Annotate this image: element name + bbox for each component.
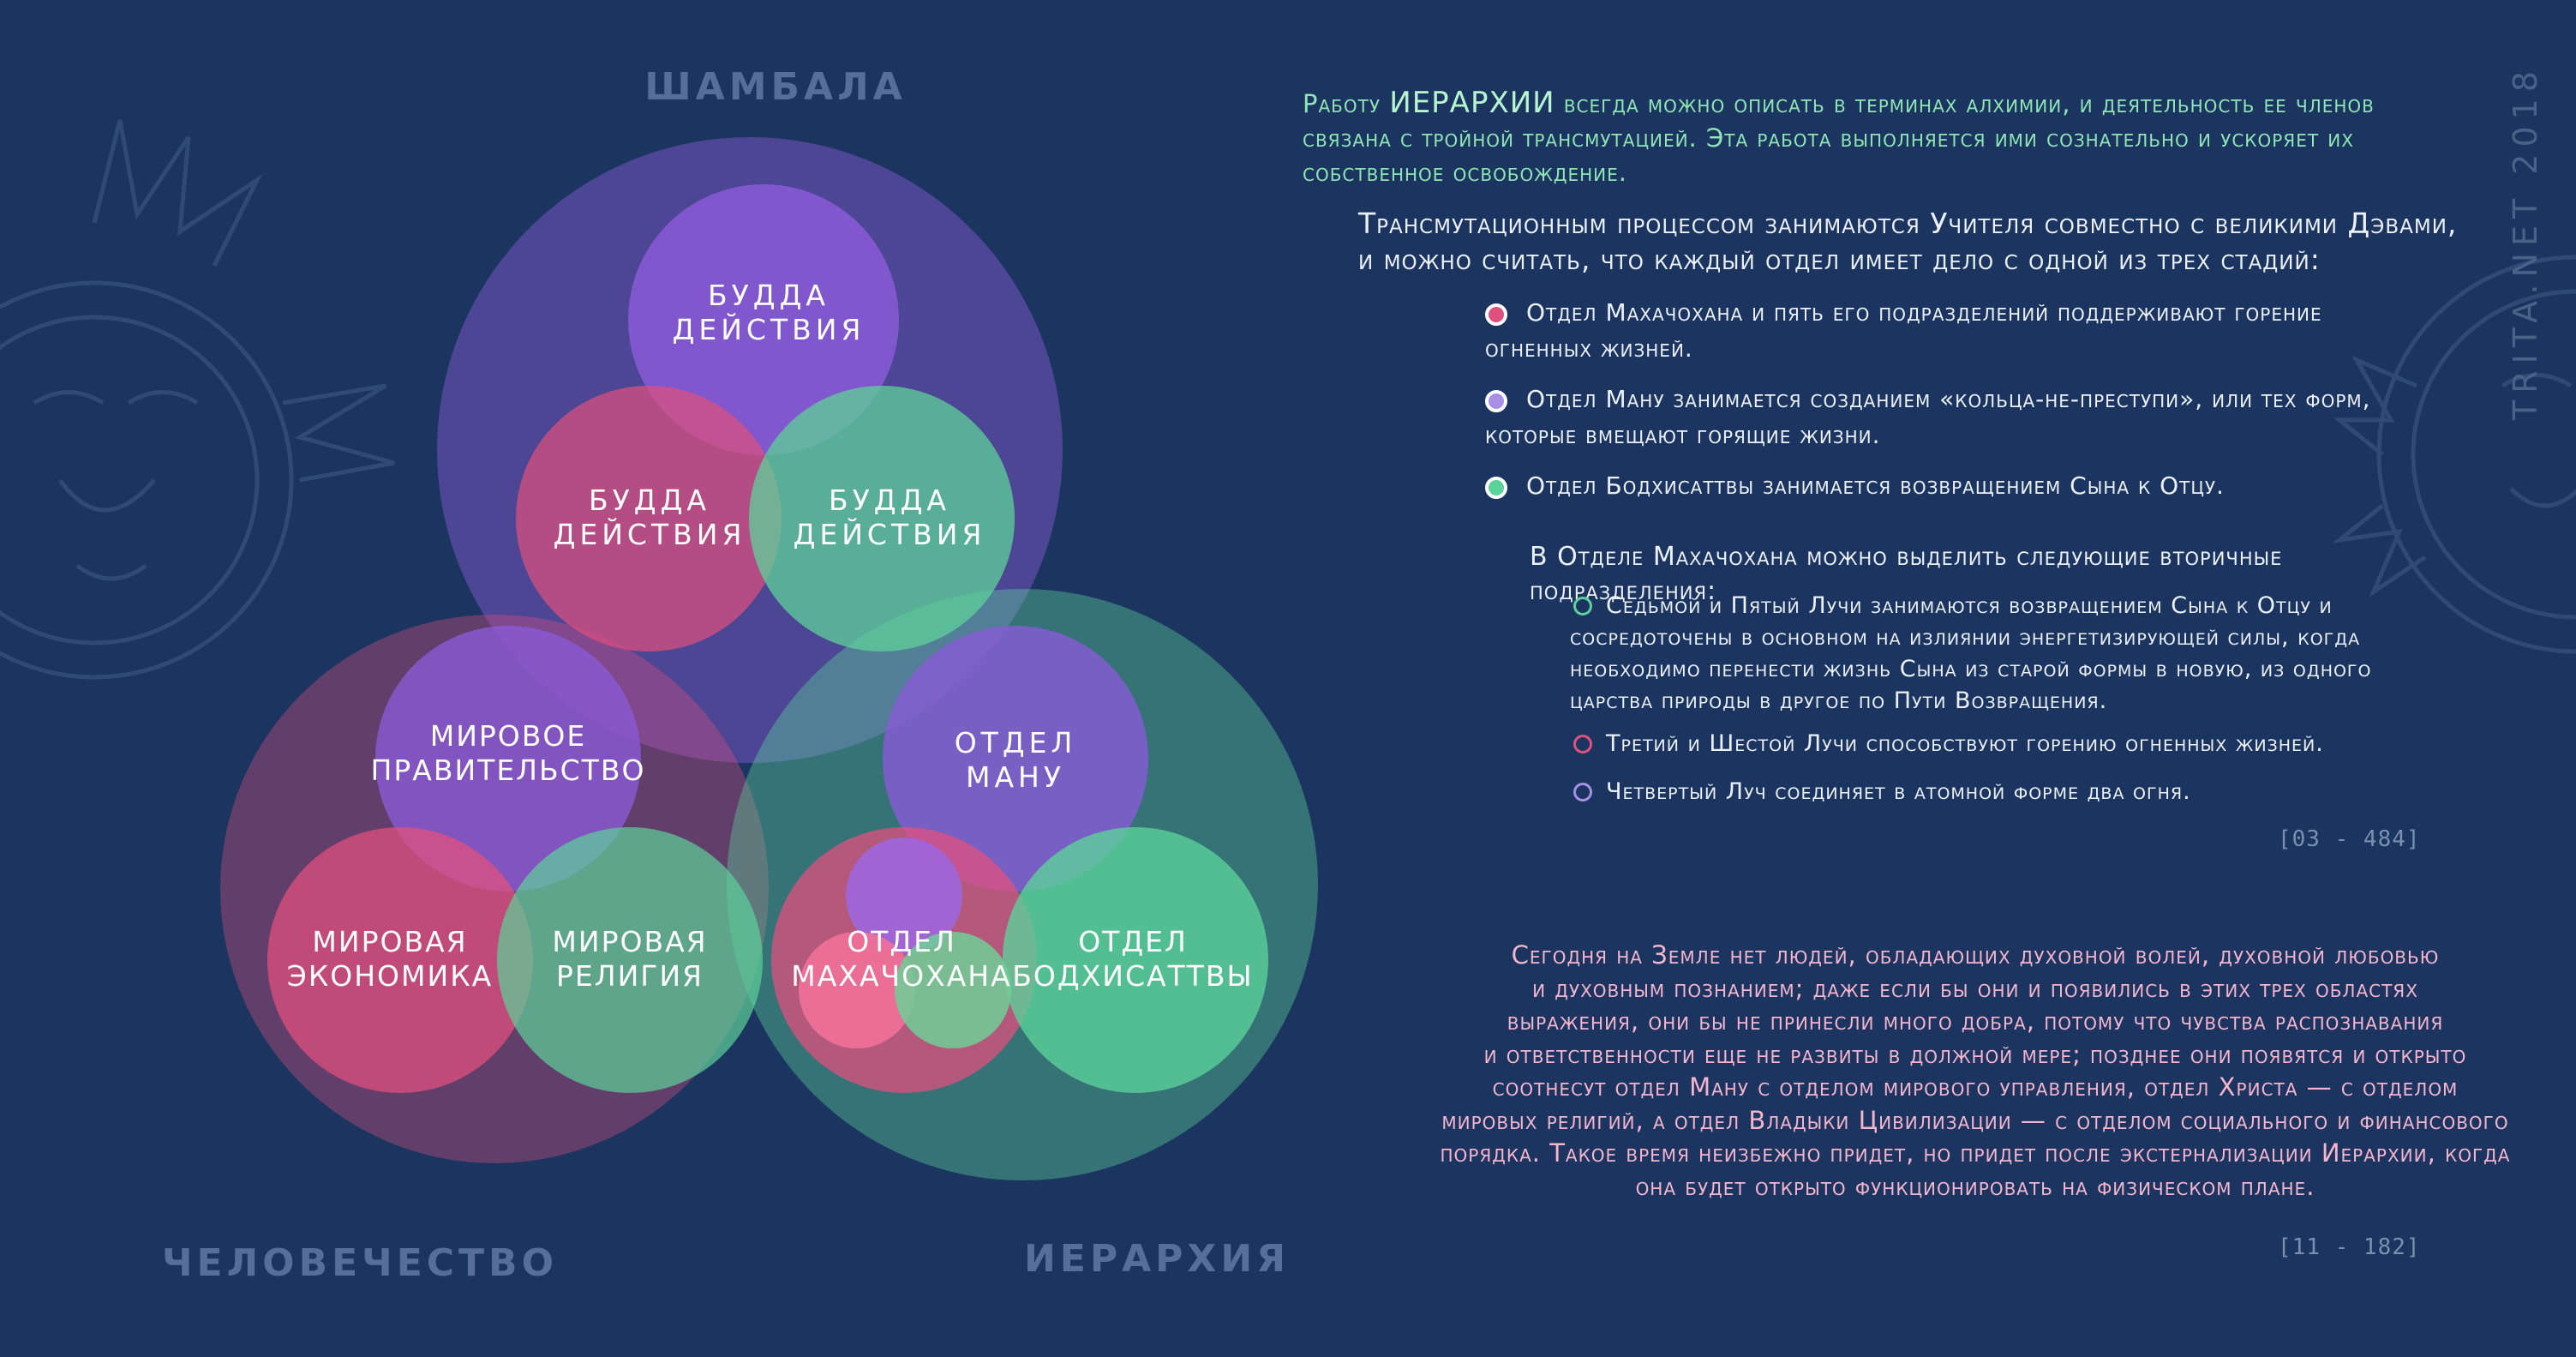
humanity-top-label-2: ПРАВИТЕЛЬСТВО (371, 754, 646, 787)
venn-diagram: ШАМБАЛА ЧЕЛОВЕЧЕСТВО ИЕРАРХИЯ БУДДА ДЕЙС… (0, 65, 1318, 1285)
hierarchy-right-label-2: БОДХИСАТТВЫ (1012, 959, 1253, 993)
mahachohan-paragraph: В Отделе Махачохана можно выделить следу… (1530, 542, 2283, 606)
shambala-top-label-2: ДЕЙСТВИЯ (673, 312, 866, 346)
quote-line: порядка. Такое время неизбежно придет, н… (1440, 1138, 2511, 1168)
intro-hierarchy: ИЕРАРХИИ (1389, 86, 1555, 120)
humanity-left-label-1: МИРОВАЯ (312, 925, 467, 958)
label-humanity: ЧЕЛОВЕЧЕСТВО (162, 1241, 558, 1285)
humanity-left-label-2: ЭКОНОМИКА (287, 959, 493, 993)
subbullet-green-ring (1573, 597, 1592, 615)
subbullet-violet-ring (1573, 783, 1592, 802)
hierarchy-right-circle (1003, 827, 1268, 1093)
subbullet-2: Третий и Шестой Лучи способствуют горени… (1606, 730, 2324, 757)
shambala-top-label-1: БУДДА (708, 279, 830, 312)
quote-block: Сегодня на Земле нет людей, обладающих д… (1405, 939, 2545, 1203)
shambala-right-label-2: ДЕЙСТВИЯ (794, 517, 986, 551)
quote-line: мировых религий, а отдел Владыки Цивилиз… (1441, 1105, 2509, 1135)
bullet-1: Отдел Махачохана и пять его подразделени… (1485, 298, 2322, 363)
label-shambala: ШАМБАЛА (644, 65, 906, 109)
mahachohan-sub-pink (799, 932, 915, 1048)
shambala-left-label-1: БУДДА (589, 483, 710, 517)
sun-ornament-right-icon (2332, 255, 2576, 654)
quote-line: соотнесут отдел Ману с отделом мирового … (1492, 1072, 2459, 1102)
humanity-left-circle (267, 827, 533, 1093)
hierarchy-right-label-1: ОТДЕЛ (1078, 925, 1188, 958)
label-hierarchy: ИЕРАРХИЯ (1024, 1237, 1290, 1281)
quote-line: и духовным познанием; даже если бы они и… (1532, 973, 2418, 1003)
shambala-right-label-1: БУДДА (829, 483, 950, 517)
transmutation-paragraph: Трансмутационным процессом занимаются Уч… (1358, 207, 2458, 276)
sun-ornament-left-icon (0, 119, 395, 680)
shambala-left-circle (516, 386, 782, 651)
mahachohan-sub-green (895, 932, 1011, 1048)
reference-2: [11 - 182] (2278, 1234, 2421, 1260)
humanity-top-circle (375, 626, 641, 892)
bullet-violet-dot (1485, 390, 1507, 412)
watermark: TRITA.NET 2018 (2507, 64, 2544, 420)
hierarchy-top-circle (883, 626, 1148, 892)
humanity-right-circle (497, 827, 763, 1093)
humanity-top-label-1: МИРОВОЕ (430, 719, 587, 753)
quote-line: и ответственности еще не развиты в должн… (1483, 1039, 2467, 1069)
hierarchy-top-label-2: МАНУ (966, 760, 1065, 794)
subbullet-3: Четвертый Луч соединяет в атомной форме … (1606, 778, 2191, 805)
mahachohan-sub-violet (846, 838, 962, 954)
intro-paragraph: Работу ИЕРАРХИИ всегда можно описать в т… (1303, 86, 2417, 189)
bullet-green-dot (1485, 477, 1507, 499)
reference-1: [03 - 484] (2278, 826, 2421, 852)
hierarchy-top-label-1: ОТДЕЛ (955, 726, 1077, 760)
bullet-3: Отдел Бодхисаттвы занимается возвращение… (1526, 471, 2225, 500)
quote-line: она будет открыто функционировать на физ… (1635, 1171, 2315, 1201)
bullet-pink-dot (1485, 303, 1507, 326)
hierarchy-left-label-2: МАХАЧОХАНА (791, 959, 1011, 993)
quote-line: выражения, они бы не принесли много добр… (1507, 1006, 2444, 1036)
bullet-2: Отдел Ману занимается созданием «кольца-… (1485, 385, 2371, 449)
humanity-right-label-1: МИРОВАЯ (552, 925, 707, 958)
subbullet-pink-ring (1573, 735, 1592, 754)
shambala-left-label-2: ДЕЙСТВИЯ (554, 517, 746, 551)
intro-word-1: Работу (1303, 89, 1381, 118)
intro-rest: всегда можно описать в терминах алхимии,… (1303, 89, 2375, 187)
subbullet-1: Седьмой и Пятый Лучи занимаются возвраще… (1570, 592, 2372, 714)
shambala-top-circle (628, 184, 899, 455)
humanity-right-label-2: РЕЛИГИЯ (556, 959, 704, 993)
hierarchy-left-label-1: ОТДЕЛ (847, 925, 956, 958)
quote-line: Сегодня на Земле нет людей, обладающих д… (1511, 940, 2440, 970)
shambala-right-circle (749, 386, 1015, 651)
